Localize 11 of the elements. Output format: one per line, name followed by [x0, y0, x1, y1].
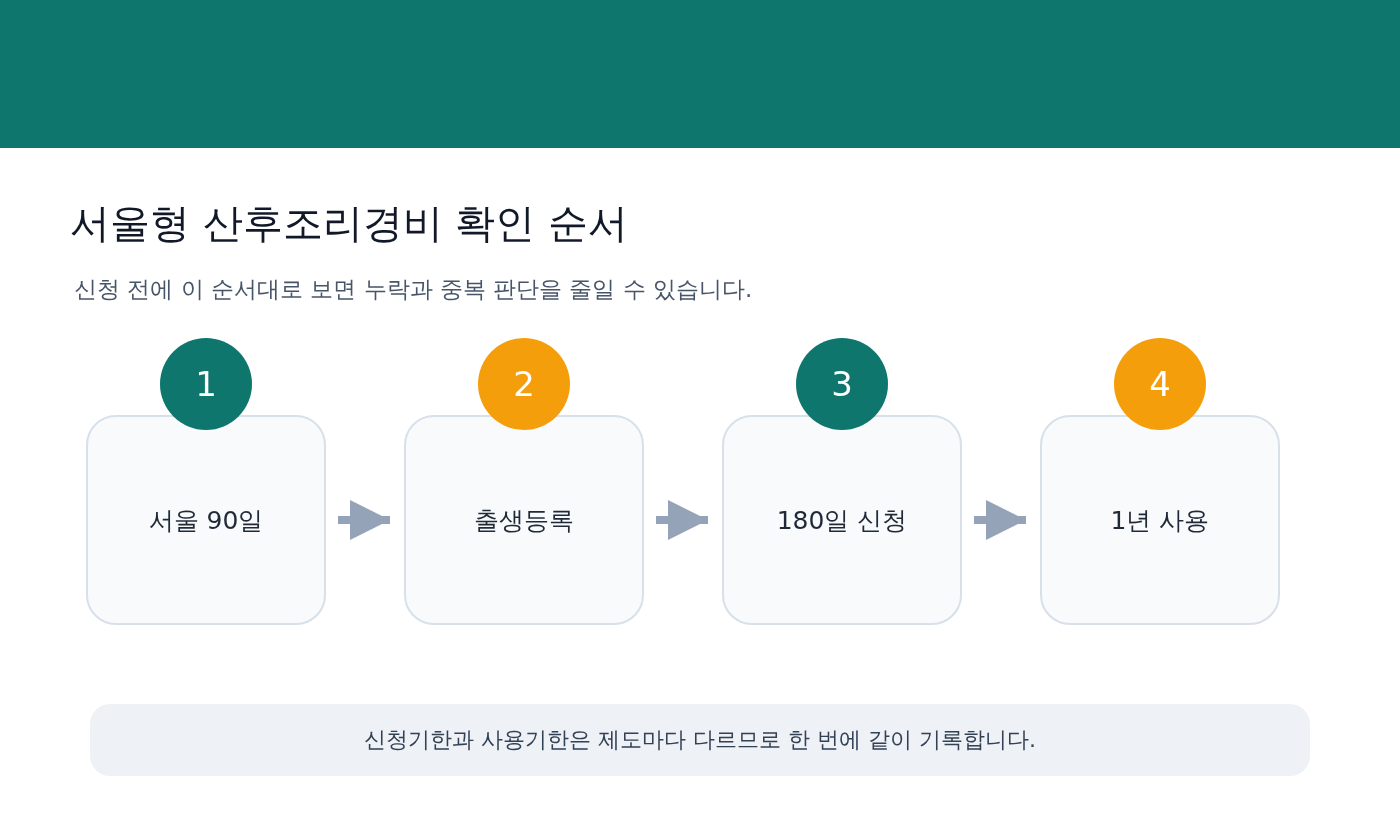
- step-label: 출생등록: [474, 504, 574, 537]
- step-label: 180일 신청: [776, 504, 908, 537]
- step-label: 서울 90일: [148, 504, 264, 537]
- step-number-badge: 3: [796, 338, 888, 430]
- step-number-badge: 1: [160, 338, 252, 430]
- subtitle: 신청 전에 이 순서대로 보면 누락과 중복 판단을 줄일 수 있습니다.: [74, 275, 753, 304]
- step-label: 1년 사용: [1110, 504, 1210, 537]
- step-number-badge: 4: [1114, 338, 1206, 430]
- note-bar: 신청기한과 사용기한은 제도마다 다르므로 한 번에 같이 기록합니다.: [90, 704, 1310, 776]
- step-number-badge: 2: [478, 338, 570, 430]
- title: 서울형 산후조리경비 확인 순서: [70, 199, 629, 248]
